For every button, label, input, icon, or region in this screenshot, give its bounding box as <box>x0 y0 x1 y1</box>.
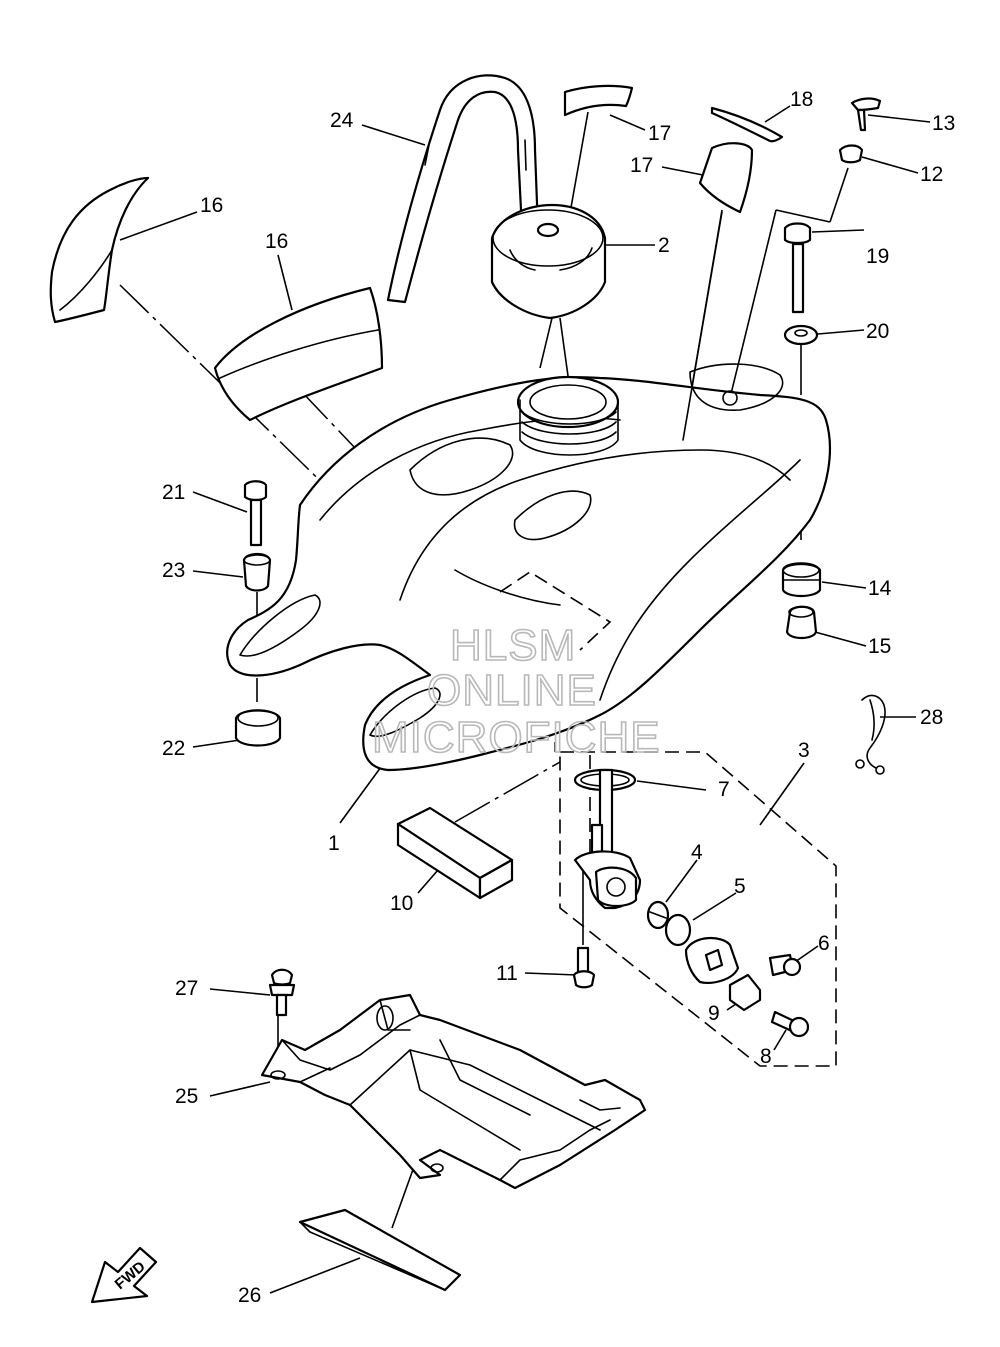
callout-24: 24 <box>330 109 354 132</box>
collar-12 <box>838 144 864 164</box>
callout-16-left: 16 <box>200 194 223 217</box>
callout-13: 13 <box>932 112 955 135</box>
clip-28 <box>855 694 886 775</box>
callout-16-center: 16 <box>265 230 288 253</box>
callout-6: 6 <box>818 932 830 955</box>
callout-15: 15 <box>868 635 891 658</box>
bolt-19 <box>783 222 812 314</box>
pad-16-left <box>49 176 150 324</box>
callout-7: 7 <box>718 778 730 801</box>
callout-20: 20 <box>866 320 889 343</box>
callout-11: 11 <box>496 962 518 985</box>
bolt-21 <box>243 480 268 547</box>
callout-25: 25 <box>175 1085 198 1108</box>
damper-14 <box>781 562 822 598</box>
callout-9: 9 <box>708 1002 720 1025</box>
plate-18 <box>710 106 784 143</box>
callout-17-lower: 17 <box>630 154 653 177</box>
callout-8: 8 <box>760 1045 772 1068</box>
damper-10 <box>396 806 514 900</box>
callout-10: 10 <box>390 892 413 915</box>
o-ring-5 <box>664 913 692 947</box>
screw-13 <box>850 97 882 132</box>
watermark-line-1: HLSM <box>450 621 576 670</box>
collar-15 <box>785 605 818 640</box>
fuel-cap <box>490 203 607 320</box>
callout-18: 18 <box>790 88 813 111</box>
callout-21: 21 <box>162 481 185 504</box>
pad-17-lower <box>698 142 754 214</box>
callout-2: 2 <box>658 234 670 257</box>
pad-16-center <box>213 286 384 422</box>
washer-20 <box>783 324 819 346</box>
callout-22: 22 <box>162 737 185 760</box>
callout-1: 1 <box>328 832 340 855</box>
collar-23 <box>242 552 272 592</box>
callout-5: 5 <box>734 875 746 898</box>
lever-9 <box>728 973 762 1012</box>
fuel-tank <box>226 363 831 772</box>
callouts: 1 2 3 4 5 6 7 8 9 10 11 12 13 14 15 16 1… <box>162 88 955 1307</box>
pad-26 <box>298 1208 462 1292</box>
fwd-arrow: FWD <box>90 1246 158 1304</box>
callout-3: 3 <box>798 739 810 762</box>
breather-hose <box>386 74 540 304</box>
bracket-25 <box>260 993 647 1190</box>
callout-26: 26 <box>238 1284 261 1307</box>
callout-14: 14 <box>868 577 892 600</box>
callout-28: 28 <box>920 706 943 729</box>
pad-17-top <box>563 84 634 117</box>
watermark-line-3: MICROFICHE <box>372 713 661 762</box>
watermark: HLSM ONLINE MICROFICHE <box>371 620 661 763</box>
damper-22 <box>234 709 282 747</box>
fuel-cock-assembly <box>572 768 810 1038</box>
bolt-27 <box>268 968 296 1017</box>
callout-4: 4 <box>691 841 703 864</box>
callout-23: 23 <box>162 559 185 582</box>
callout-12: 12 <box>920 163 943 186</box>
callout-19: 19 <box>866 245 889 268</box>
watermark-line-2: ONLINE <box>427 666 597 715</box>
callout-27: 27 <box>175 977 198 1000</box>
callout-17-top: 17 <box>648 122 671 145</box>
